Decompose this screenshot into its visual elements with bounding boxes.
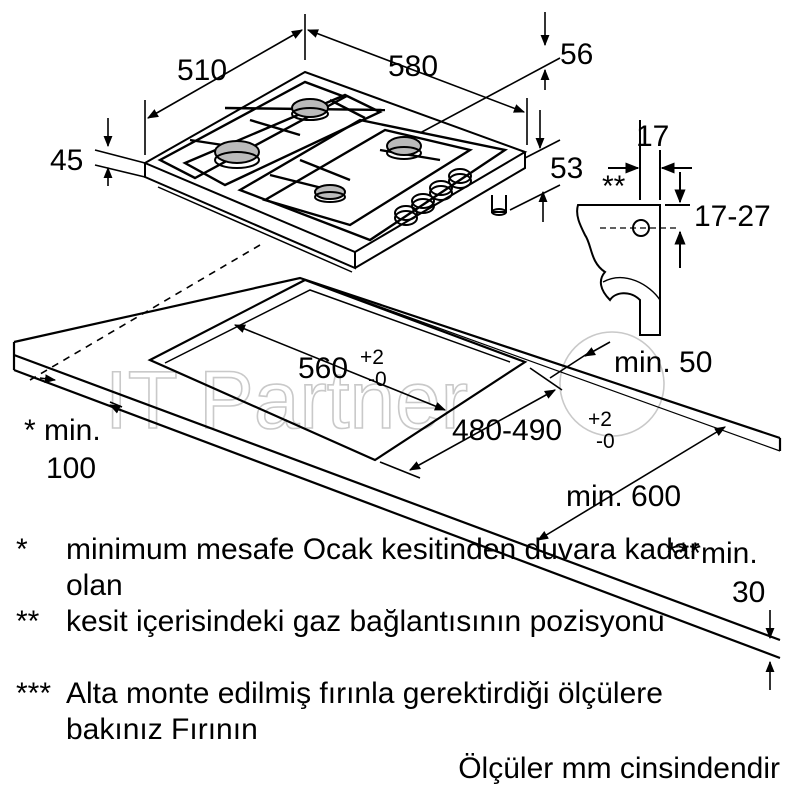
dim-height-53: 53 bbox=[550, 152, 583, 185]
dim-height-45: 45 bbox=[50, 144, 83, 177]
legend-mark: ** bbox=[16, 605, 40, 638]
dim-min-50: min. 50 bbox=[614, 346, 712, 379]
hob-left-edge bbox=[144, 163, 356, 270]
dimension-labels: 510 580 56 45 53 17 ** 17-27 560 +2 -0 4… bbox=[24, 38, 771, 609]
dim-min-wall-value: 100 bbox=[46, 452, 96, 485]
legend-text: kesit içerisindeki gaz bağlantısının poz… bbox=[66, 605, 665, 638]
dim-height-56: 56 bbox=[560, 38, 593, 71]
dim-min-wall-label: min. bbox=[44, 414, 101, 447]
legend-mark: *** bbox=[16, 677, 52, 710]
dim-min-600: min. 600 bbox=[566, 480, 681, 513]
dim-width-510: 510 bbox=[177, 54, 227, 87]
units-note: Ölçüler mm cinsindendir bbox=[458, 752, 780, 785]
legend-mark: * bbox=[16, 533, 28, 566]
control-knobs bbox=[394, 168, 472, 226]
countertop-dimensions bbox=[39, 324, 775, 690]
dim-section-marker: ** bbox=[602, 170, 626, 203]
gas-connector-icon bbox=[491, 195, 507, 213]
pan-supports bbox=[157, 80, 509, 242]
hob-dimensions bbox=[29, 12, 561, 381]
dim-section-17: 17 bbox=[636, 120, 669, 153]
legend-text: minimum mesafe Ocak kesitinden duvara ka… bbox=[66, 533, 700, 602]
dim-cutout-width-tol-plus: +2 bbox=[360, 346, 384, 369]
dim-cutout-width-tol-minus: -0 bbox=[368, 368, 387, 391]
knob-icon bbox=[411, 193, 435, 209]
countertop-cutout bbox=[147, 278, 528, 462]
knob-icon bbox=[394, 205, 418, 221]
dim-section-17-27: 17-27 bbox=[694, 200, 771, 233]
dim-cutout-depth-tol-plus: +2 bbox=[588, 408, 612, 431]
watermark-text: IT Partner bbox=[105, 355, 468, 446]
dim-cutout-depth: 480-490 bbox=[452, 414, 562, 447]
knob-icon bbox=[429, 180, 453, 196]
hob-body-line bbox=[157, 186, 353, 273]
dim-min-wall-mark: * bbox=[24, 414, 36, 447]
gas-section-detail bbox=[576, 120, 692, 336]
hob-drawing bbox=[142, 70, 528, 273]
legend-text: Alta monte edilmiş fırınla gerektirdiği … bbox=[66, 677, 663, 746]
countertop-drawing bbox=[12, 276, 782, 660]
dim-cutout-depth-tol-minus: -0 bbox=[596, 430, 615, 453]
dim-min-30-mark: ***min. bbox=[666, 537, 758, 570]
dim-cutout-width: 560 bbox=[298, 352, 348, 385]
dim-depth-580: 580 bbox=[388, 50, 438, 83]
knob-icon bbox=[448, 168, 472, 184]
dim-min-30-value: 30 bbox=[732, 576, 765, 609]
